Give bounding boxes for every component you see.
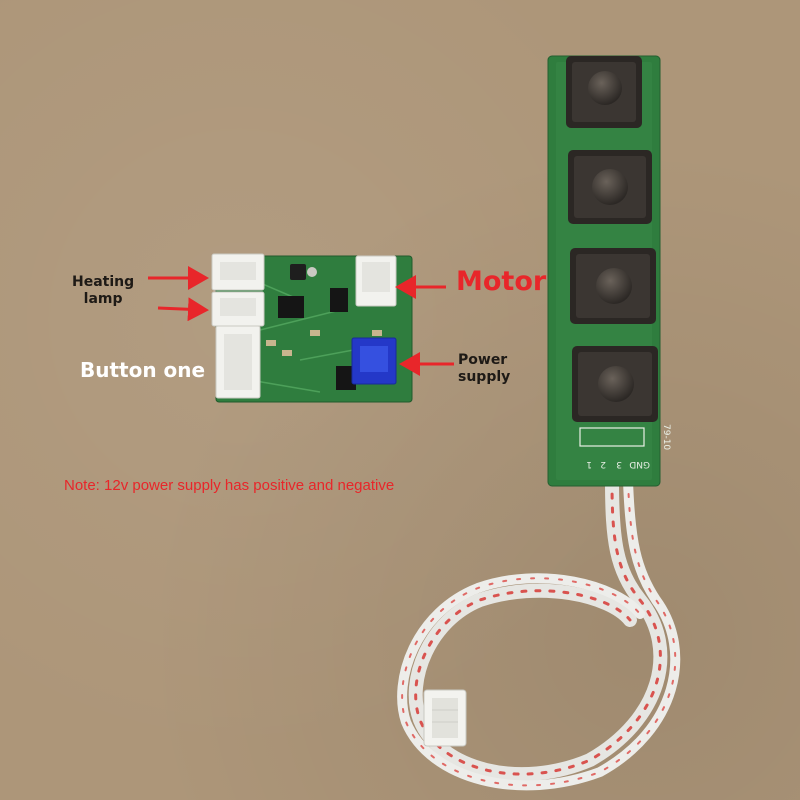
pin-label-3: 3 — [616, 459, 622, 469]
motor-connector — [355, 255, 397, 307]
ribbon-cable — [397, 473, 681, 791]
control-board — [211, 253, 413, 403]
tactile-button-3 — [570, 248, 656, 324]
button-connector — [215, 325, 261, 399]
power-supply-line2: supply — [458, 369, 511, 385]
tactile-button-1 — [566, 56, 642, 128]
power-supply-line1: Power — [458, 352, 508, 368]
heating-lamp-line1: Heating — [72, 274, 135, 290]
annotation-arrows — [148, 266, 454, 376]
heating-lamp-connector-2 — [211, 291, 265, 327]
tactile-button-4 — [572, 346, 658, 422]
button-one-label: Button one — [80, 358, 206, 382]
power-note: Note: 12v power supply has positive and … — [64, 477, 395, 494]
pin-label-2: 2 — [600, 459, 606, 469]
power-supply-label: Power supply — [458, 352, 510, 386]
heating-arrow-2 — [157, 297, 209, 322]
button-board: 79-10 GND 3 2 1 — [547, 55, 671, 487]
heating-lamp-label: Heating lamp — [72, 274, 134, 308]
heating-lamp-line2: lamp — [83, 291, 123, 307]
pin-label-1: 1 — [586, 459, 592, 469]
pin-label-gnd: GND — [629, 459, 650, 469]
board-code-text: 79-10 — [661, 424, 671, 450]
heating-lamp-connector-1 — [211, 253, 265, 291]
cable-end-connector — [423, 689, 467, 747]
motor-label: Motor — [456, 266, 547, 297]
tactile-button-2 — [568, 150, 652, 224]
power-supply-connector — [351, 337, 397, 385]
